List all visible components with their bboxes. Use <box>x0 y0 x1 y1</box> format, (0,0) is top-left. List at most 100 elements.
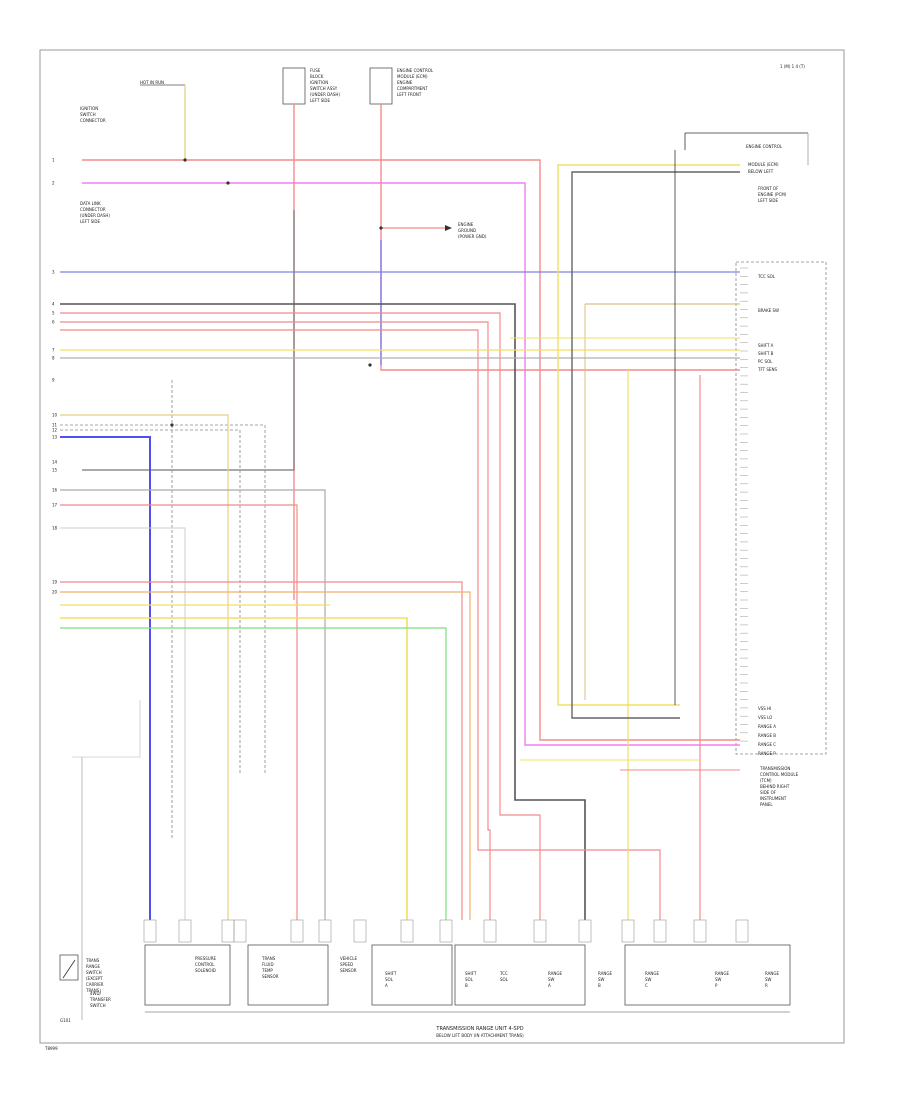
bottom-terminal <box>178 919 192 943</box>
wire-yellow-loop <box>557 164 740 706</box>
footer-code: T8999 <box>44 1046 58 1051</box>
left-pin-6: 7 <box>52 348 55 353</box>
bottom-comp-3-line-0: VEHICLE <box>340 956 357 961</box>
left-pin-17: 18 <box>52 526 58 531</box>
diagram-frame <box>39 49 845 1044</box>
wire-lower-5 <box>60 627 447 920</box>
left-pin-13: 14 <box>52 460 58 465</box>
left-comp-4: CARRIER <box>86 982 104 987</box>
ign-label-1: IGNITION <box>80 106 98 111</box>
bottom-terminal <box>318 919 332 943</box>
dlc-label-1: CONNECTOR <box>80 207 106 212</box>
bottom-comp-2-line-1: FLUID <box>262 962 274 967</box>
bottom-comp-7-line-0: RANGE <box>548 971 562 976</box>
bottom-comp-2-line-3: SENSOR <box>262 974 279 979</box>
ground-label: G101 <box>60 1018 71 1023</box>
left-range-switch: TRANS RANGE SWITCH (EXCEPT CARRIER TRANS… <box>59 954 104 1023</box>
bottom-comp-10-line-1: SW <box>715 977 722 982</box>
wire-gray-3 <box>60 527 186 920</box>
bottom-comp-6-line-0: TCC <box>499 971 508 976</box>
ecm-top-label-3: COMPARTMENT <box>397 86 428 91</box>
tcm-pin-label-11: RANGE C <box>758 742 776 747</box>
left-pin-15: 16 <box>52 488 58 493</box>
bottom-comp-3-line-2: SENSOR <box>340 968 357 973</box>
bottom-comp-4-line-0: SHIFT <box>385 971 397 976</box>
bottom-comp-9-line-1: SW <box>645 977 652 982</box>
wire-lower-2 <box>60 591 471 920</box>
wire-row-3 <box>60 312 541 920</box>
bottom-caption-1: BELOW LIFT BODY (IN ATTACHMENT TRANS) <box>436 1033 524 1038</box>
left-pin-19: 20 <box>52 590 58 595</box>
left-pin-18: 19 <box>52 580 58 585</box>
wire-gray-2 <box>60 489 326 920</box>
bottom-comp-4-line-2: A <box>385 983 388 988</box>
bottom-comp-0-line-0: 4WD/ <box>90 991 102 996</box>
left-pin-7: 8 <box>52 356 55 361</box>
ecm-right-label-0: ENGINE CONTROL <box>746 144 783 149</box>
bottom-caption-0: TRANSMISSION RANGE UNIT 4-SPD <box>435 1026 523 1032</box>
left-comp-3: (EXCEPT <box>86 976 103 981</box>
bottom-terminal <box>439 919 453 943</box>
ecm-top-label-4: LEFT FRONT <box>397 92 422 97</box>
tcm-label-5: INSTRUMENT <box>760 796 787 801</box>
wires <box>60 104 740 1020</box>
bottom-comp-9-line-0: RANGE <box>645 971 659 976</box>
tcm-pin-label-5: PC SOL <box>758 359 773 364</box>
bottom-comp-2-line-2: TEMP <box>261 968 273 973</box>
ign-label-0: HOT IN RUN <box>140 80 164 85</box>
ecm-right-label-2: BELOW LEFT <box>748 169 774 174</box>
tcm-pin-label-9: RANGE A <box>758 724 776 729</box>
left-pin-3: 4 <box>52 302 55 307</box>
tcm-connector: TCC SOL BRAKE SW SHIFT A SHIFT B PC SOL … <box>735 261 827 807</box>
bottom-component-labels: 4WD/TRANSFERSWITCHPRESSURECONTROLSOLENOI… <box>89 956 779 1008</box>
left-pin-0: 1 <box>52 158 55 163</box>
bottom-comp-11-line-1: SW <box>765 977 772 982</box>
fuse-label-2: IGNITION <box>310 80 328 85</box>
ecm-right-component: ENGINE CONTROL MODULE (ECM) BELOW LEFT F… <box>684 132 809 203</box>
bottom-box-2 <box>247 944 329 1006</box>
wire-shield-1 <box>60 424 266 775</box>
bottom-comp-11-line-2: R <box>765 983 768 988</box>
wire-shield-3 <box>60 429 241 775</box>
bottom-comp-4-line-1: SOL <box>385 977 394 982</box>
wire-lower-1 <box>60 581 463 920</box>
ecm-right-label-3: FRONT OF <box>758 186 779 191</box>
engine-ground-component: ENGINE GROUND (POWER GND) <box>382 222 487 239</box>
ecm-top-component: ENGINE CONTROL MODULE (ECM) ENGINE COMPA… <box>369 67 434 105</box>
left-pin-1: 2 <box>52 181 55 186</box>
left-comp-2: SWITCH <box>86 970 102 975</box>
bottom-terminal <box>533 919 547 943</box>
wire-ground-h <box>72 700 141 758</box>
tcm-label-3: BEHIND RIGHT <box>760 784 790 789</box>
bottom-comp-10-line-0: RANGE <box>715 971 729 976</box>
bottom-comp-1-line-2: SOLENOID <box>195 968 216 973</box>
gnd-label-1: GROUND <box>458 228 476 233</box>
ign-label-2: SWITCH <box>80 112 96 117</box>
left-pin-4: 5 <box>52 311 55 316</box>
bottom-terminal <box>143 919 157 943</box>
bottom-box-3 <box>371 944 453 1006</box>
bottom-terminal <box>290 919 304 943</box>
bottom-terminal <box>233 919 247 943</box>
bottom-comp-5-line-2: B <box>465 983 468 988</box>
wire-row-4 <box>60 321 491 920</box>
ecm-top-label-2: ENGINE <box>397 80 413 85</box>
bottom-terminal <box>693 919 707 943</box>
dlc-label-2: (UNDER DASH) <box>80 213 110 218</box>
left-pin-9: 10 <box>52 413 58 418</box>
bottom-comp-0-line-1: TRANSFER <box>89 997 111 1002</box>
bottom-terminal <box>221 919 235 943</box>
tcm-pin-label-3: SHIFT A <box>758 343 774 348</box>
gnd-label-0: ENGINE <box>458 222 474 227</box>
ign-label-3: CONNECTOR <box>80 118 106 123</box>
tcm-pin-label-2: BRAKE SW <box>758 308 779 313</box>
bottom-comp-8-line-1: SW <box>598 977 605 982</box>
bottom-comp-11-line-0: RANGE <box>765 971 779 976</box>
wire-blue-long <box>60 436 151 920</box>
bottom-terminal <box>400 919 414 943</box>
left-pin-5: 6 <box>52 320 55 325</box>
bottom-comp-9-line-2: C <box>645 983 648 988</box>
splices <box>170 158 383 427</box>
left-pin-8: 9 <box>52 378 55 383</box>
dlc-label-3: LEFT SIDE <box>80 219 101 224</box>
